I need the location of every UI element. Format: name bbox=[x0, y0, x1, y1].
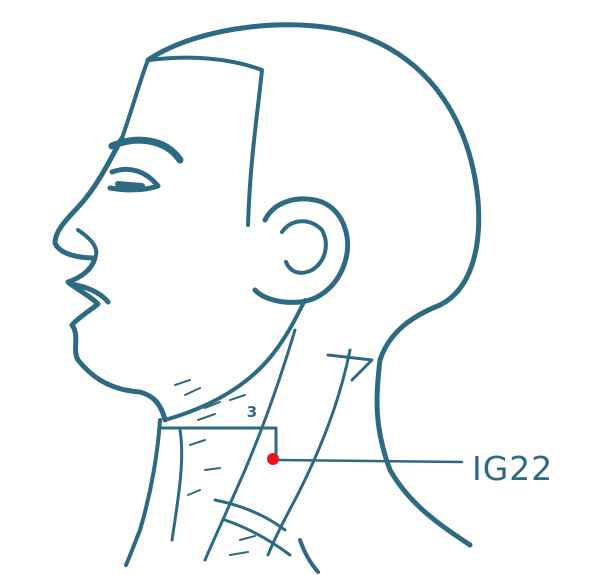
collar-line bbox=[215, 500, 290, 555]
face-profile bbox=[55, 138, 165, 420]
eye-lash bbox=[118, 184, 142, 186]
muscle-top-cap bbox=[328, 355, 372, 380]
acupoint-marker bbox=[267, 453, 279, 465]
skull-outline bbox=[148, 25, 479, 545]
leader-line bbox=[276, 460, 462, 462]
ear-outer bbox=[255, 199, 348, 302]
marker-number: 3 bbox=[247, 403, 257, 421]
head-outline-drawing bbox=[55, 25, 479, 572]
point-label: IG22 bbox=[472, 449, 553, 488]
shoulder-line bbox=[300, 540, 318, 572]
jawline bbox=[165, 300, 305, 420]
neck-front bbox=[126, 420, 160, 565]
eyebrow bbox=[112, 140, 180, 160]
ear-inner bbox=[282, 221, 326, 273]
larynx-outline bbox=[160, 428, 276, 540]
nose-detail bbox=[78, 230, 96, 258]
